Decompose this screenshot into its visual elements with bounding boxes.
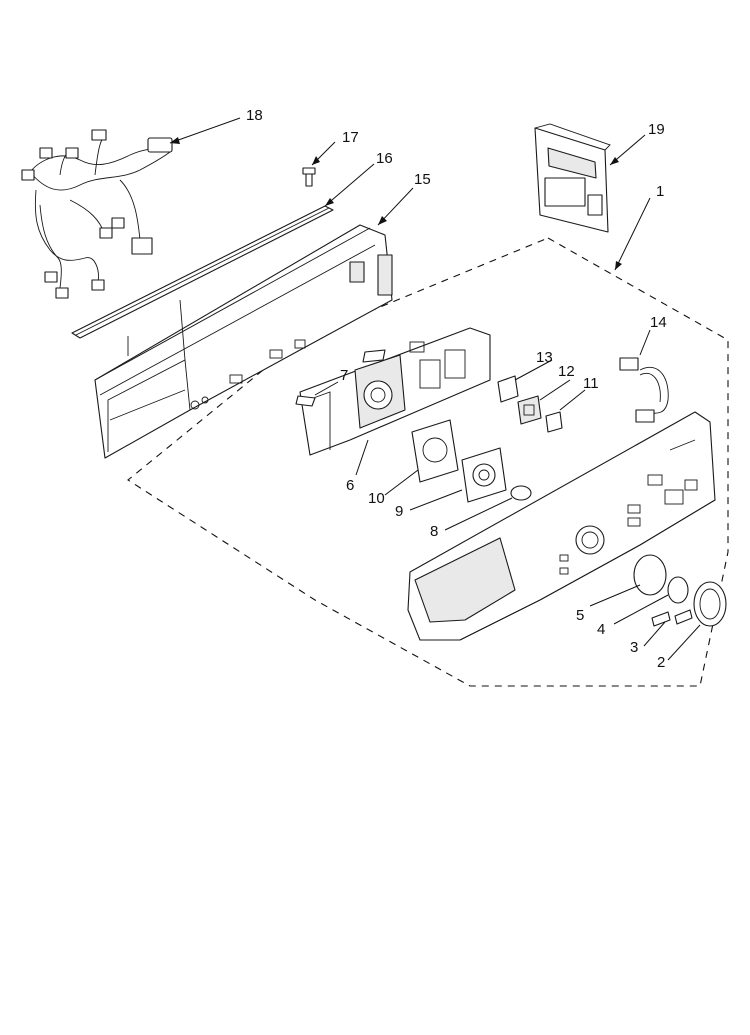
knob-ring: [633, 554, 667, 596]
callout-16: 16: [376, 150, 393, 167]
callout-6: 6: [346, 477, 354, 494]
assembly-boundary: [127, 237, 729, 687]
leader-lines: [169, 117, 701, 661]
knob: [693, 581, 727, 627]
callout-8: 8: [430, 523, 438, 540]
callout-18: 18: [246, 107, 263, 124]
dial-plate: [411, 419, 459, 483]
callout-9: 9: [395, 503, 403, 520]
wire-harness: [21, 129, 173, 299]
wire-harness-small: [619, 357, 669, 423]
button-13: [497, 375, 519, 403]
callout-11: 11: [583, 375, 599, 392]
console-front-panel: [407, 411, 716, 641]
callouts: 18 17 16 15 19 1 14 13 12 11 7 6 10 9 8 …: [246, 107, 667, 671]
callout-1: 1: [656, 183, 664, 200]
callout-10: 10: [368, 490, 385, 507]
callout-15: 15: [414, 171, 431, 188]
callout-19: 19: [648, 121, 665, 138]
control-board: [534, 123, 611, 233]
callout-17: 17: [342, 129, 359, 146]
bracket-strip: [71, 205, 334, 356]
button-11: [545, 411, 563, 433]
console-back-panel: [94, 224, 393, 459]
callout-3: 3: [630, 639, 638, 656]
screw-17: [302, 167, 316, 187]
callout-2: 2: [657, 654, 665, 671]
screws-3: [651, 609, 693, 627]
callout-14: 14: [650, 314, 667, 331]
button-12: [517, 395, 542, 425]
disc: [510, 485, 532, 501]
callout-5: 5: [576, 607, 584, 624]
knob-insert: [667, 576, 689, 604]
callout-12: 12: [558, 363, 575, 380]
callout-7: 7: [340, 367, 348, 384]
callout-4: 4: [597, 621, 605, 638]
ui-housing: [295, 327, 491, 456]
encoder: [461, 447, 507, 503]
callout-13: 13: [536, 349, 553, 366]
